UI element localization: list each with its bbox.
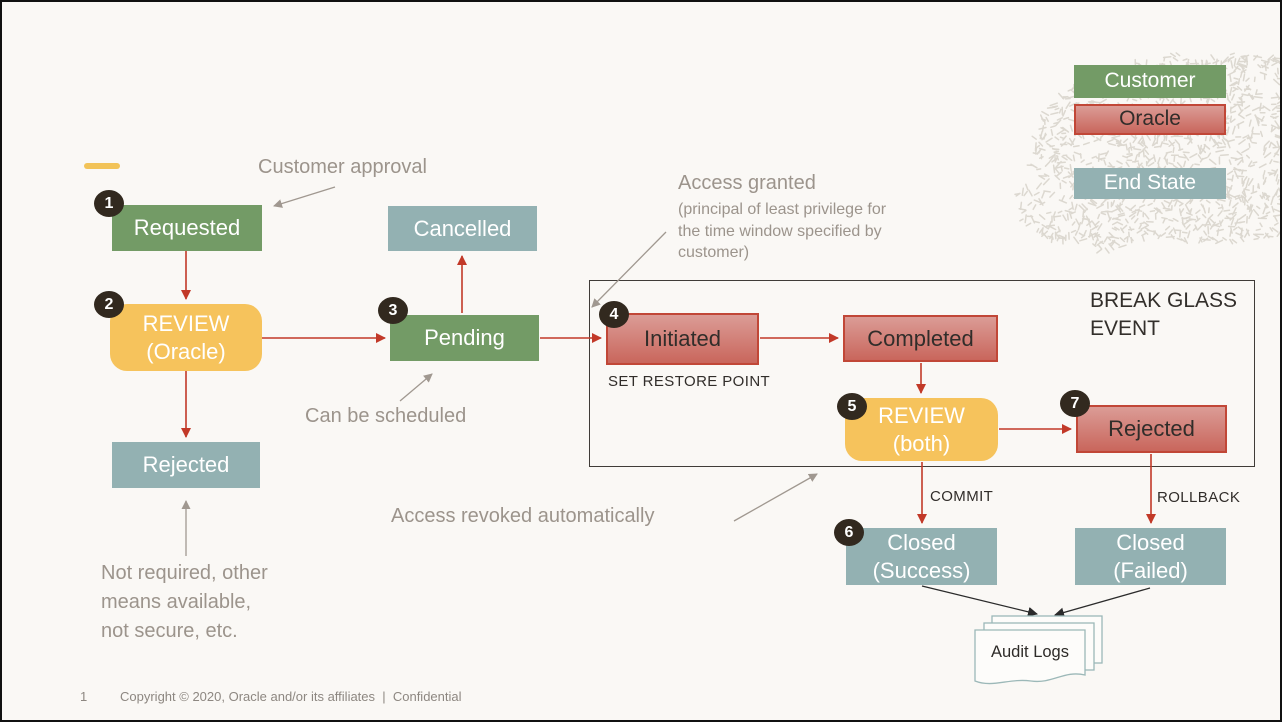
- step-badge-3: 3: [378, 297, 408, 324]
- callout-customer-approval: [273, 186, 336, 208]
- step-badge-1: 1: [94, 190, 124, 217]
- arrow-success-to-audit: [921, 585, 1038, 617]
- accent-dash: [84, 163, 120, 169]
- label-commit: COMMIT: [930, 488, 994, 505]
- step-badge-2: 2: [94, 291, 124, 318]
- state-initiated: Initiated: [606, 313, 759, 365]
- step-badge-7: 7: [1060, 390, 1090, 417]
- step-badge-6: 6: [834, 519, 864, 546]
- annotation-access-granted: Access granted: [678, 172, 816, 194]
- callout-access-revoked: [733, 473, 818, 522]
- state-cancelled: Cancelled: [388, 206, 537, 251]
- copyright-text: Copyright © 2020, Oracle and/or its affi…: [120, 689, 462, 704]
- state-closed-success: Closed (Success): [846, 528, 997, 585]
- legend-end-state: End State: [1074, 168, 1226, 199]
- step-badge-4: 4: [599, 301, 629, 328]
- state-review-both: REVIEW (both): [845, 398, 998, 461]
- audit-logs-label: Audit Logs: [991, 643, 1069, 661]
- label-rollback: ROLLBACK: [1157, 489, 1241, 506]
- step-badge-5: 5: [837, 393, 867, 420]
- legend-oracle: Oracle: [1074, 104, 1226, 135]
- annotation-customer-approval: Customer approval: [258, 156, 427, 178]
- state-closed-failed: Closed (Failed): [1075, 528, 1226, 585]
- legend-customer: Customer: [1074, 65, 1226, 98]
- state-pending: Pending: [390, 315, 539, 361]
- state-requested: Requested: [112, 205, 262, 251]
- annotation-not-required: Not required, other means available, not…: [101, 562, 268, 642]
- callout-can-be-scheduled: [399, 373, 433, 402]
- state-completed: Completed: [843, 315, 998, 362]
- label-set-restore-point: SET RESTORE POINT: [608, 373, 771, 390]
- state-rejected: Rejected: [112, 442, 260, 488]
- annotation-access-revoked: Access revoked automatically: [391, 505, 655, 527]
- page-number: 1: [80, 689, 88, 704]
- state-rejected-breakglass: Rejected: [1076, 405, 1227, 453]
- annotation-can-be-scheduled: Can be scheduled: [305, 405, 467, 427]
- annotation-access-granted-detail: (principal of least privilege for the ti…: [678, 201, 887, 262]
- arrow-failed-to-audit: [1054, 587, 1151, 618]
- state-review-oracle: REVIEW (Oracle): [110, 304, 262, 371]
- break-glass-event-title: BREAK GLASS EVENT: [1090, 289, 1238, 341]
